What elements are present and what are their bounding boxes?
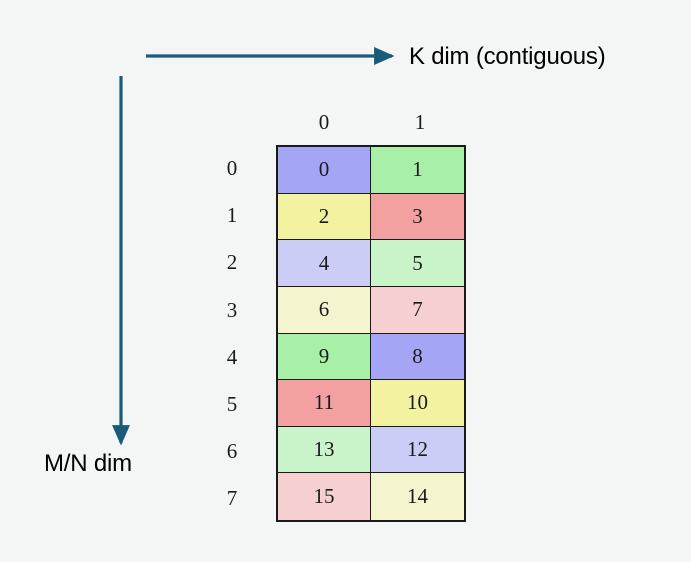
grid-cell: 5: [371, 240, 464, 287]
grid-cell: 9: [278, 333, 371, 381]
row-header-3: 3: [226, 297, 238, 322]
grid-cell: 0: [278, 147, 371, 194]
grid-cell: 13: [278, 426, 371, 474]
grid-cell: 10: [371, 380, 464, 427]
grid-cell: 7: [371, 286, 464, 334]
row-header-6: 6: [226, 439, 238, 464]
grid-cell: 14: [371, 473, 464, 520]
column-header-0: 0: [318, 110, 330, 134]
column-header-1: 1: [414, 110, 426, 134]
grid-cell: 8: [371, 333, 464, 381]
row-header-2: 2: [226, 250, 238, 275]
row-header-column: 0 1 2 3 4 5 6 7: [206, 145, 258, 523]
memory-layout-grid: 0 1 2 3 4 5 6 7 9 8 11 10 13 12 15 14: [276, 145, 466, 522]
grid-cell: 12: [371, 426, 464, 474]
grid-cell: 2: [278, 193, 371, 241]
grid-cell: 6: [278, 286, 371, 334]
grid-cell: 4: [278, 240, 371, 287]
mn-dim-axis-label: M/N dim: [44, 450, 132, 477]
row-header-5: 5: [226, 391, 238, 416]
row-header-7: 7: [226, 486, 238, 511]
k-dim-axis-label: K dim (contiguous): [409, 43, 606, 70]
grid-cell: 1: [371, 147, 464, 194]
grid-cell: 11: [278, 380, 371, 427]
grid-cell: 3: [371, 193, 464, 241]
row-header-0: 0: [226, 156, 238, 180]
row-header-4: 4: [226, 344, 238, 369]
row-header-1: 1: [226, 203, 238, 228]
grid-cell: 15: [278, 473, 371, 520]
